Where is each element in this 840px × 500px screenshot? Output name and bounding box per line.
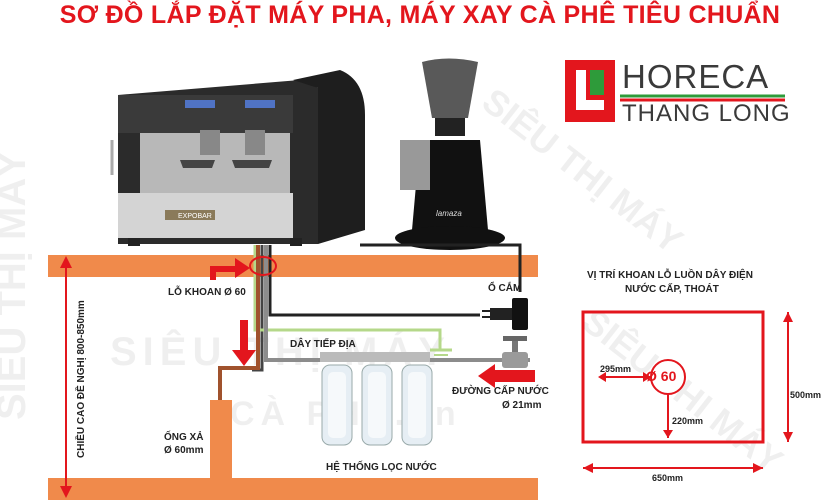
ground-wire-label: DÂY TIẾP ĐỊA <box>290 339 356 350</box>
flow-down-arrow <box>232 320 256 366</box>
hole-panel-title-2: NƯỚC CẤP, THOÁT <box>625 284 719 295</box>
drill-hole-marker <box>249 256 277 276</box>
dim-height-label: 500mm <box>790 390 822 400</box>
water-supply-size: Ø 21mm <box>502 400 542 411</box>
counter-top <box>48 255 538 277</box>
dim-width-label: 650mm <box>652 473 684 483</box>
water-line <box>264 245 340 362</box>
horeca-logo-icon <box>565 60 615 122</box>
water-supply-arrow <box>478 364 535 388</box>
socket-label: Ổ CẮM <box>488 283 522 294</box>
hole-size-label: Ø 60 <box>646 368 677 384</box>
grinder-cable <box>360 243 522 292</box>
espresso-machine <box>110 70 365 246</box>
hole-panel-frame <box>581 310 765 444</box>
water-filter-system <box>320 352 433 446</box>
counter-bottom <box>48 478 538 500</box>
socket-cable <box>268 245 480 317</box>
drain-pipe-label: ỐNG XẢ <box>164 432 204 443</box>
drill-hole-label: LỖ KHOAN Ø 60 <box>168 287 246 298</box>
machine-brand-plate <box>165 210 215 220</box>
dim-left-label: 295mm <box>600 364 632 374</box>
page-title: SƠ ĐỒ LẮP ĐẶT MÁY PHA, MÁY XAY CÀ PHÊ TI… <box>59 1 781 29</box>
grinder-brand-text: lamaza <box>436 209 462 218</box>
coffee-grinder <box>395 58 505 250</box>
ground-wire <box>253 245 442 350</box>
machine-brand-text: EXPOBAR <box>178 213 212 220</box>
drill-hole-arrow <box>210 258 250 280</box>
drain-size-label: Ø 60mm <box>164 445 204 456</box>
logo-line2: THANG LONG <box>622 100 791 127</box>
socket-icon <box>482 298 528 330</box>
filter-system-label: HỆ THỐNG LỌC NƯỚC <box>326 462 437 473</box>
drain-riser <box>210 400 232 480</box>
water-supply-label: ĐƯỜNG CẤP NƯỚC <box>452 386 549 397</box>
drain-line <box>218 245 260 400</box>
hole-panel-title-1: VỊ TRÍ KHOAN LỖ LUỒN DÂY ĐIỆN <box>587 270 753 281</box>
height-note-label: CHIỀU CAO ĐỀ NGHỊ 800-850mm <box>76 300 87 458</box>
dim-bottom-label: 220mm <box>672 416 704 426</box>
logo-line1: HORECA <box>622 58 770 95</box>
water-valve-icon <box>502 336 528 368</box>
